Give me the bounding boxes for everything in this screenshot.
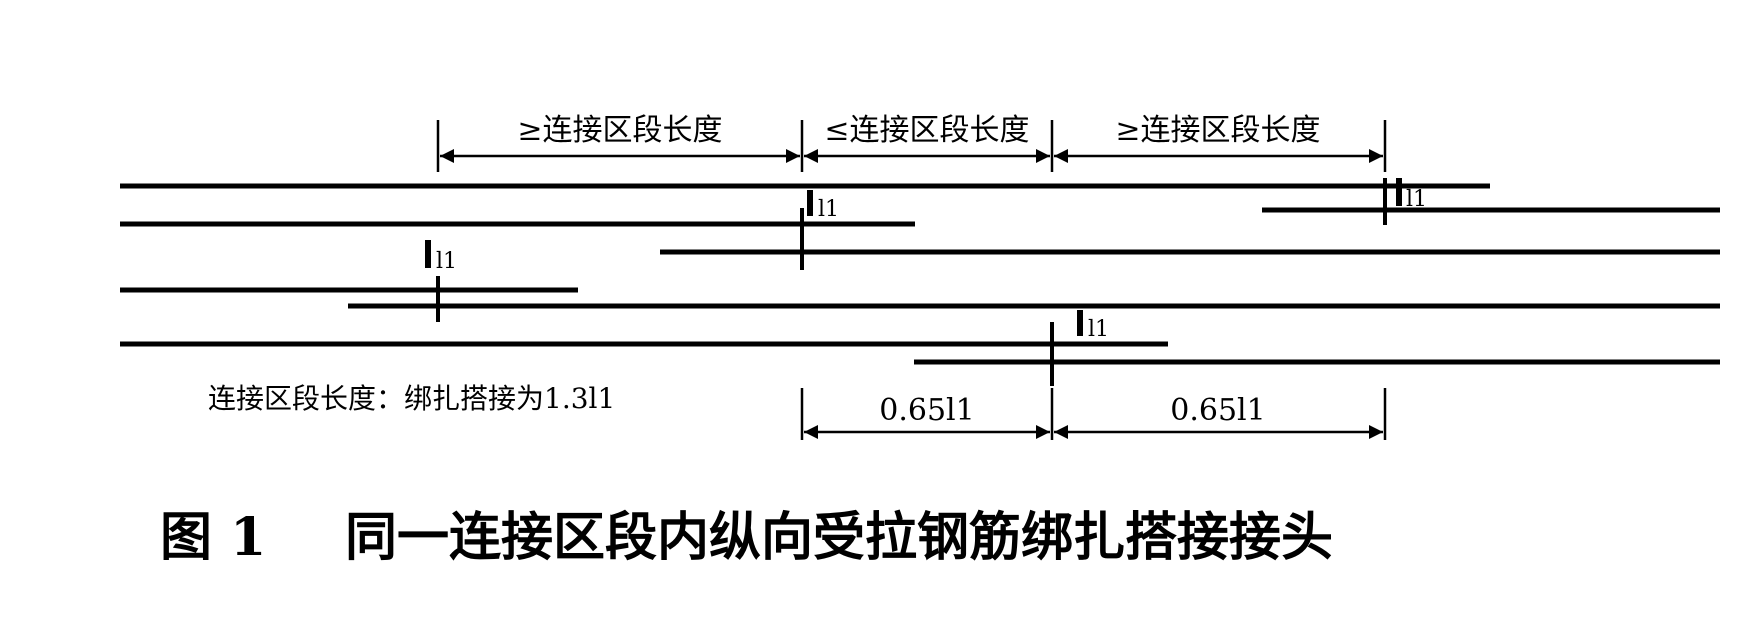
top-dim-label-2: ≤连接区段长度 [824,113,1029,148]
bottom-dim-label-1: 0.65l1 [879,393,974,428]
lap-label-3: l1 [1088,317,1109,342]
bottom-dim-label-2: 0.65l1 [1170,393,1265,428]
figure-number: 图 1 [160,507,266,568]
figure-title: 同一连接区段内纵向受拉钢筋绑扎搭接接头 [345,507,1333,568]
top-dim-label-1: ≥连接区段长度 [517,113,722,148]
top-dim-label-3: ≥连接区段长度 [1115,113,1320,148]
bottom-dimensions [800,388,1387,440]
lap-label-2: l1 [818,197,839,222]
lap-markers [425,178,1402,336]
splice-length-note: 连接区段长度：绑扎搭接为1.3l1 [208,382,615,415]
rebar-group [120,183,1720,365]
splice-centers [436,178,1387,386]
lap-label-4: l1 [1406,187,1427,212]
top-dimensions [436,120,1387,172]
lap-label-1: l1 [436,249,457,274]
